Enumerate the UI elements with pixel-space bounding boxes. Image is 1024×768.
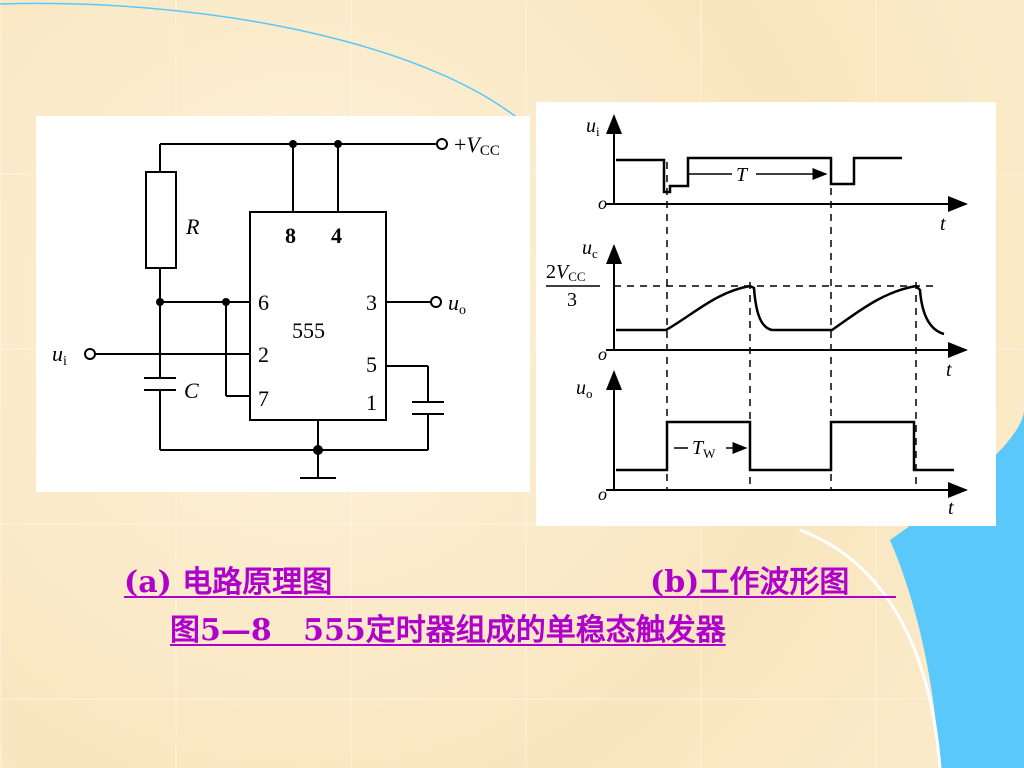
circuit-diagram-panel: +VCC R C ui uo 555 8 4 6 3 2 5 7 1 — [36, 116, 530, 492]
uo-waveform — [616, 420, 954, 472]
pin-8-label: 8 — [285, 223, 296, 248]
capacitor-label: C — [184, 378, 199, 403]
threshold-numerator: 2VCC — [546, 261, 586, 284]
output-label: uo — [448, 290, 466, 318]
ui-time-label: t — [940, 213, 946, 235]
uc-origin-label: o — [598, 344, 607, 364]
resistor-label: R — [185, 214, 200, 239]
uc-time-label: t — [946, 359, 952, 381]
pin-6-label: 6 — [258, 290, 269, 315]
waveform-panel: ui o t T uc 2VCC 3 o t uo o t TW — [536, 102, 996, 526]
chip-name: 555 — [292, 318, 325, 343]
output-terminal — [430, 296, 442, 308]
pin-7-label: 7 — [258, 386, 269, 411]
pin-3-label: 3 — [366, 290, 377, 315]
uo-time-label: t — [948, 497, 954, 519]
pin-5-label: 5 — [366, 352, 377, 377]
ui-origin-label: o — [598, 193, 607, 213]
figure-title: 图5—8 555定时器组成的单稳态触发器 — [170, 613, 726, 648]
pin-1-label: 1 — [366, 390, 377, 415]
caption-part-a: (a) 电路原理图 — [124, 565, 333, 600]
caption-part-b: (b)工作波形图 — [650, 565, 850, 600]
vcc-terminal — [436, 138, 448, 150]
caption-underline — [124, 596, 896, 598]
resistor — [145, 171, 177, 269]
ic-555-body — [249, 211, 387, 421]
input-terminal — [84, 348, 96, 360]
input-label: ui — [52, 341, 67, 369]
circuit-schematic: +VCC R C ui uo 555 8 4 6 3 2 5 7 1 — [52, 132, 500, 479]
threshold-denominator: 3 — [567, 289, 577, 311]
uc-waveform — [616, 284, 945, 336]
uo-origin-label: o — [598, 484, 607, 504]
decor-arc-line — [0, 2, 521, 121]
ui-axis-label: ui — [586, 115, 600, 139]
pulse-width-label: TW — [692, 437, 716, 461]
pin-4-label: 4 — [331, 223, 342, 248]
waveform-plots: ui o t T uc 2VCC 3 o t uo o t TW — [546, 114, 968, 519]
period-label: T — [736, 164, 749, 186]
vcc-label: +VCC — [454, 132, 500, 159]
uc-axis-label: uc — [582, 237, 598, 261]
pin-2-label: 2 — [258, 342, 269, 367]
uo-axis-label: uo — [576, 377, 593, 401]
ui-waveform — [616, 156, 902, 194]
